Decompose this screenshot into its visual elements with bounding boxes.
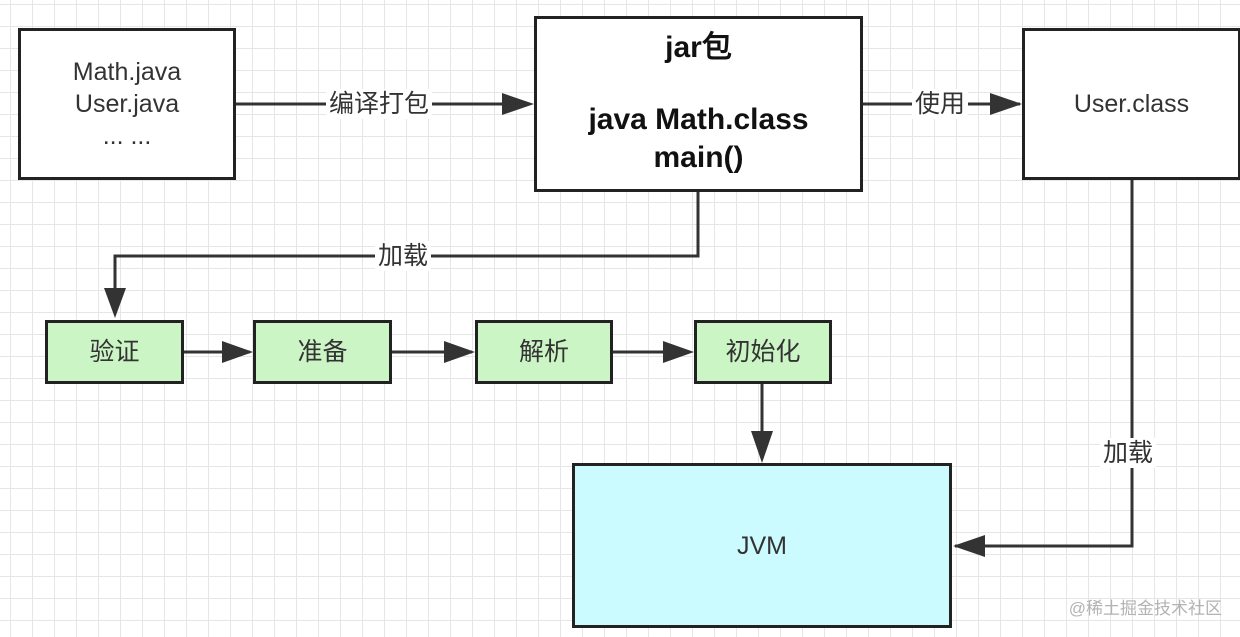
arrowhead-init-jvm [751,431,773,463]
edge-label-use: 使用 [912,89,969,119]
edge-label-load-user: 加载 [1100,438,1157,468]
user-class-label: User.class [1073,90,1190,118]
arrowhead-resolve-init [663,341,694,363]
jvm-label: JVM [737,531,787,560]
edge-label-compile: 编译打包 [326,89,433,119]
edge-load-user [955,180,1134,548]
step-resolve: 解析 [475,320,613,384]
step-initialize: 初始化 [694,320,832,384]
source-file-user: User.java [74,90,180,118]
jar-title: jar包 [665,31,732,64]
step-prepare-label: 准备 [297,338,348,366]
jar-main-class: java Math.class [588,103,809,136]
jar-box: jar包 java Math.class main() [534,16,863,192]
source-file-more: ... ... [102,122,152,150]
jar-main-method: main() [653,141,744,174]
step-verify: 验证 [45,320,184,384]
arrowhead-load-main [104,288,126,318]
step-verify-label: 验证 [89,338,140,366]
source-file-math: Math.java [72,58,182,86]
source-files-box: Math.java User.java ... ... [18,28,236,180]
arrowhead-verify-prepare [222,341,253,363]
step-initialize-label: 初始化 [725,338,801,366]
watermark: @稀土掘金技术社区 [1068,599,1222,618]
jvm-box: JVM [572,463,952,628]
arrowhead-prepare-resolve [444,341,475,363]
arrowhead-load-user [953,535,985,557]
arrowhead-compile [502,93,534,115]
step-prepare: 准备 [253,320,392,384]
step-resolve-label: 解析 [518,338,569,366]
arrowhead-use [990,93,1022,115]
user-class-box: User.class [1022,28,1240,180]
edge-label-load-main: 加载 [375,241,432,271]
